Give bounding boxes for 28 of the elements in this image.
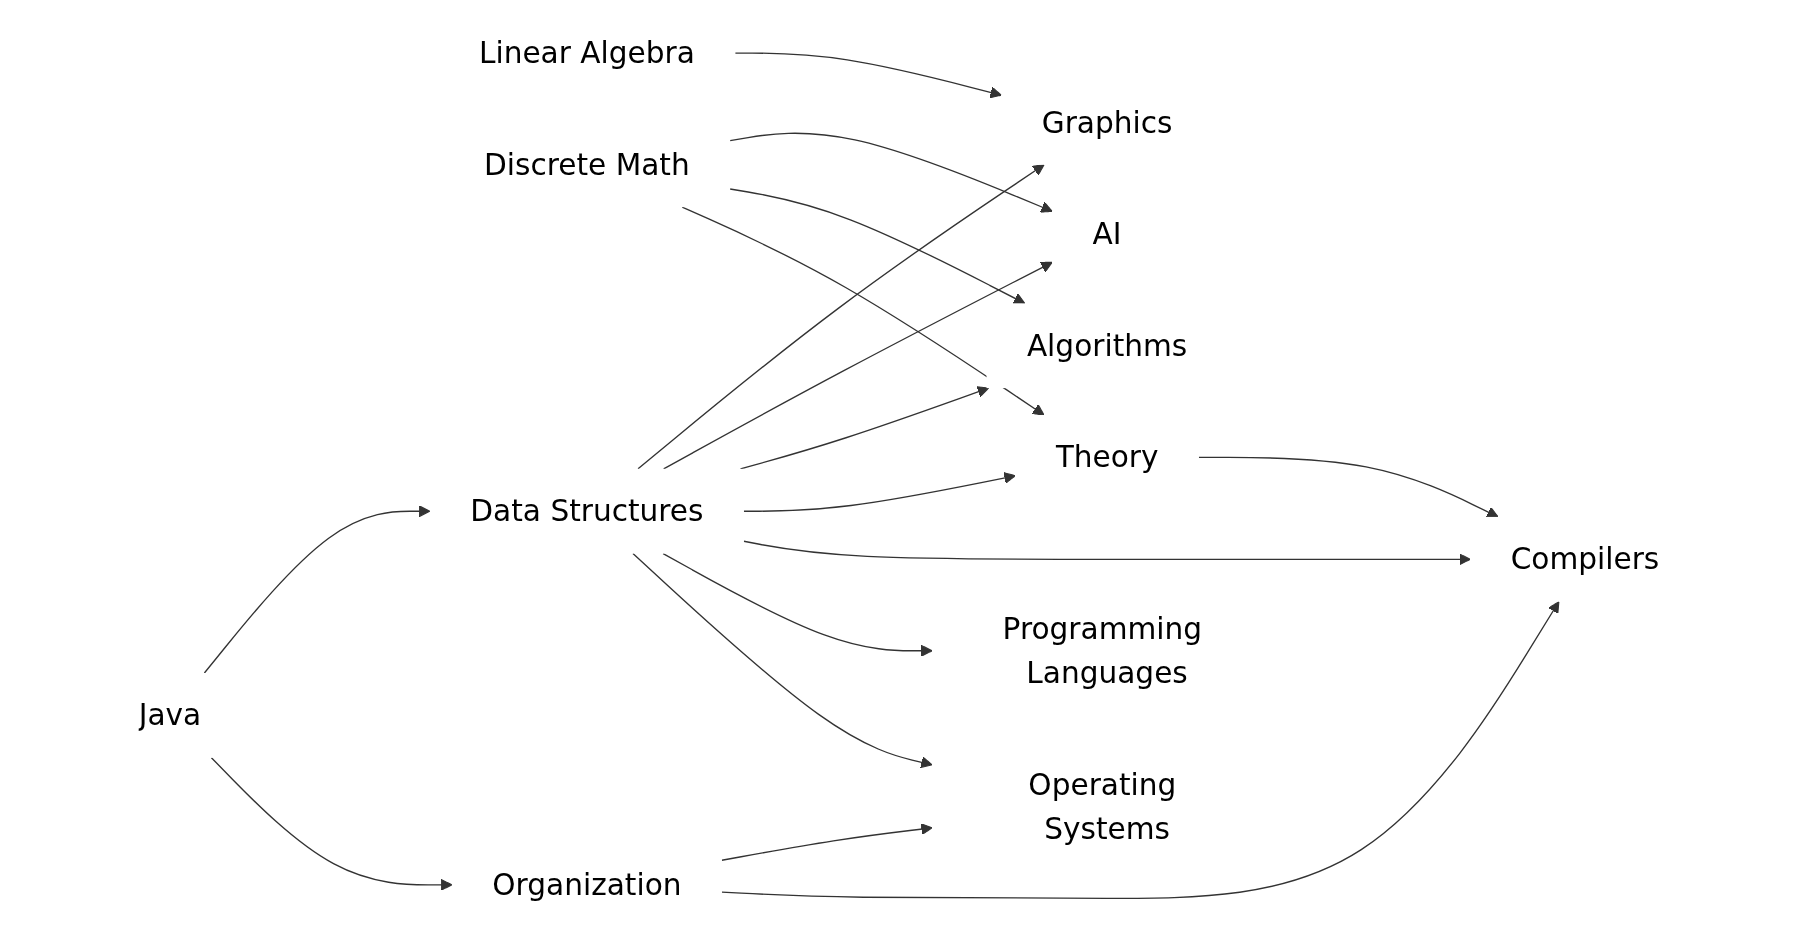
node-text: Java [138, 698, 202, 733]
node-text: Programming Languages [1002, 611, 1203, 690]
node-text: Compilers [1510, 542, 1660, 577]
arrow [721, 823, 933, 861]
arrow [743, 540, 1471, 566]
arrow [203, 505, 431, 674]
node-text: Linear Algebra [478, 36, 695, 70]
arrow [210, 757, 453, 891]
node-text: Theory [1055, 440, 1159, 475]
arrow [739, 386, 990, 470]
arrow [632, 552, 933, 769]
arrow [721, 601, 1560, 899]
node-text: Data Structures [470, 494, 704, 529]
node-text: Organization [492, 868, 682, 902]
arrow [729, 132, 1053, 213]
node-text: Operating Systems [1028, 767, 1177, 846]
arrow [662, 552, 933, 657]
arrow [663, 261, 1053, 470]
arrow [729, 188, 1026, 304]
node-text: Graphics [1041, 105, 1173, 140]
arrow [637, 164, 1045, 470]
node-text: Algorithms [1026, 328, 1188, 363]
arrow [681, 206, 1045, 416]
arrow [734, 52, 1002, 99]
node-text: Discrete Math [484, 147, 690, 182]
arrow [1198, 456, 1499, 518]
node-text: AI [1092, 217, 1122, 251]
arrow [743, 472, 1016, 512]
